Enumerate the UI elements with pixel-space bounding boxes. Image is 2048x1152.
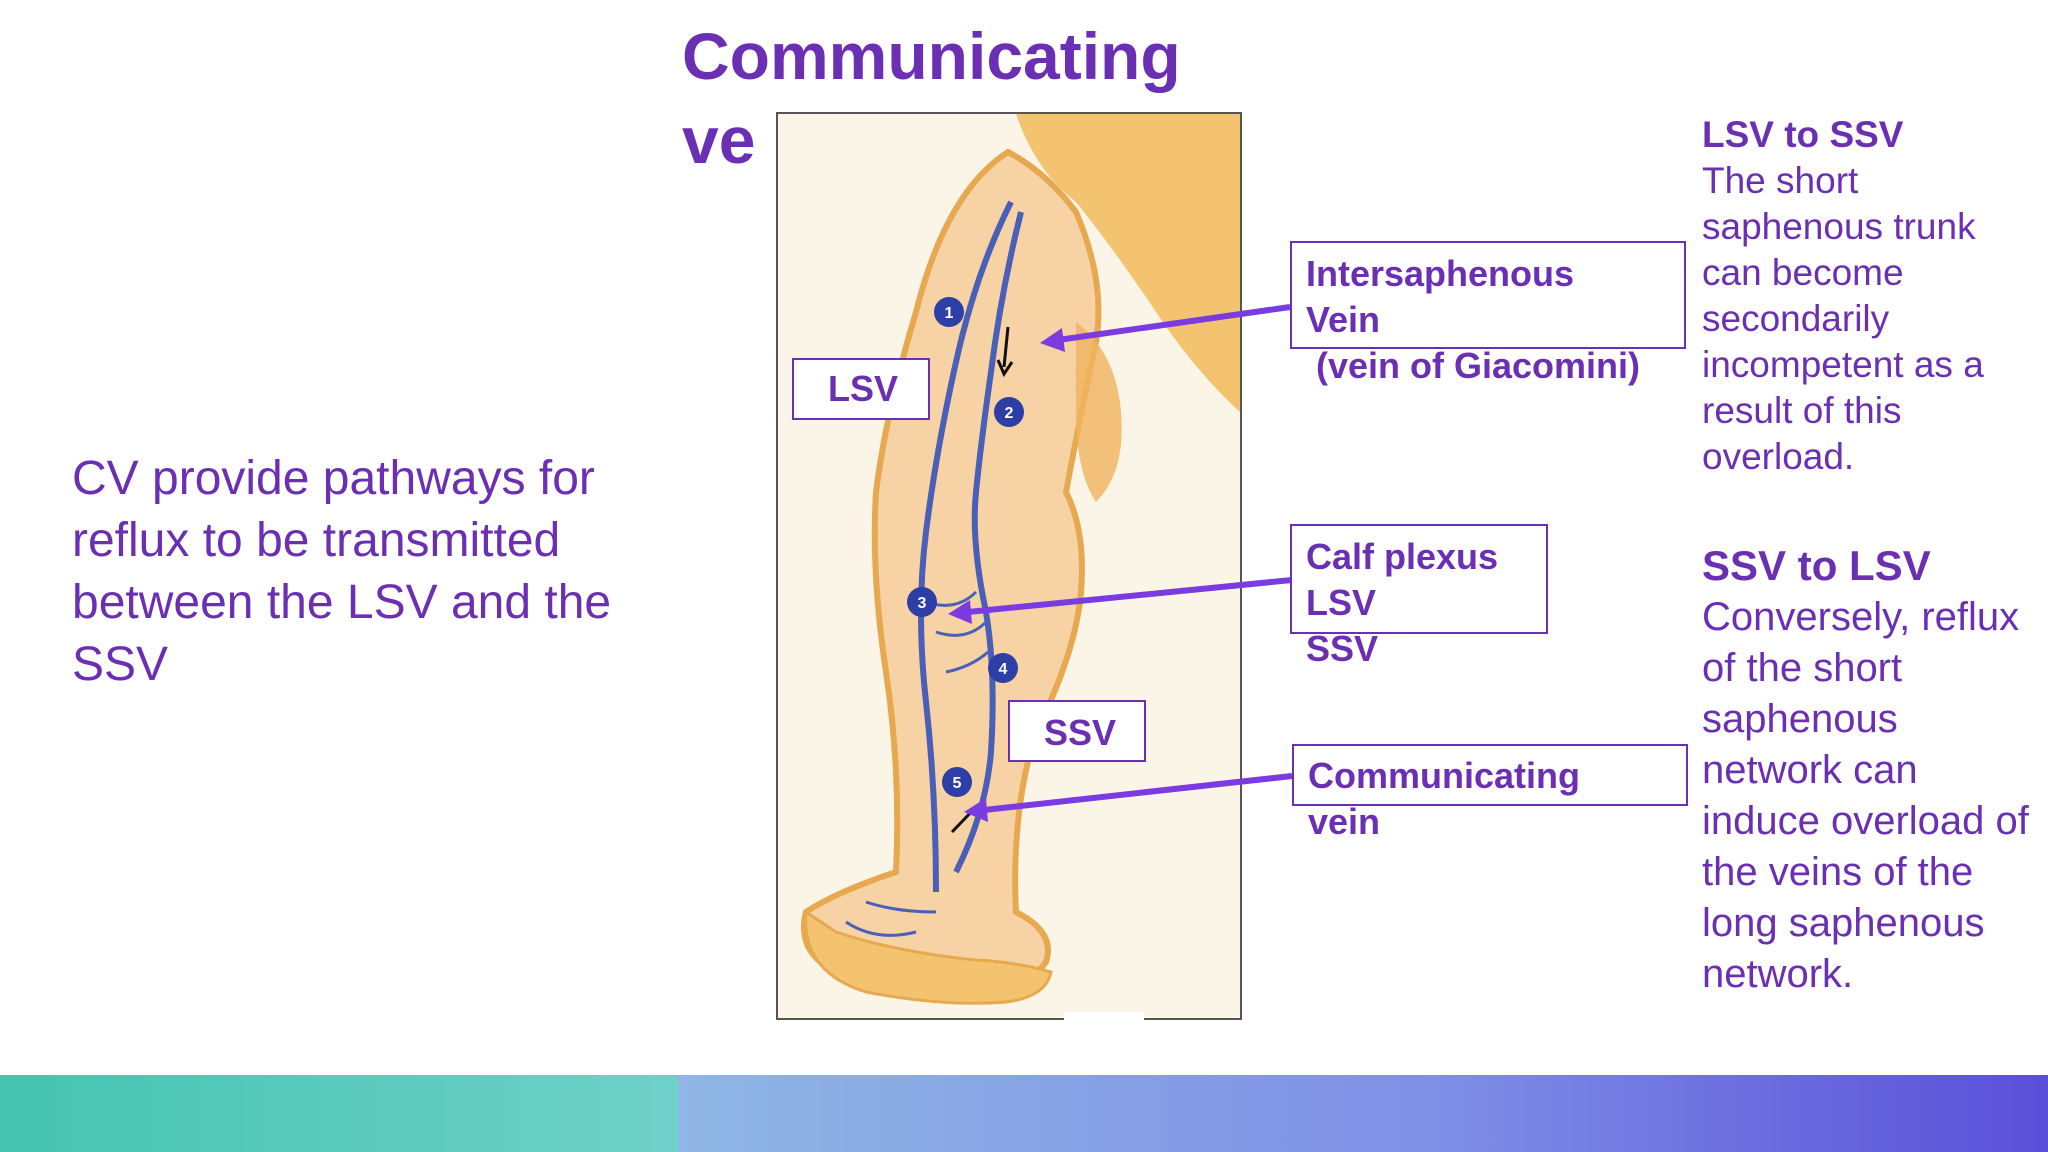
footer-band	[0, 1075, 2048, 1152]
svg-text:4: 4	[999, 661, 1008, 678]
arrow-communicating	[983, 773, 1293, 813]
arrow-intersaphenous-head	[1040, 328, 1065, 352]
calf-plexus-label-box	[1290, 524, 1548, 634]
footer-band-right	[678, 1075, 2048, 1152]
ssv-label: SSV	[1044, 712, 1117, 753]
svg-text:1: 1	[945, 305, 954, 322]
lsv-label: LSV	[828, 368, 899, 409]
marker-2: 2	[994, 397, 1024, 427]
svg-text:2: 2	[1005, 405, 1014, 422]
svg-text:3: 3	[918, 595, 927, 612]
communicating-label-box	[1292, 744, 1688, 806]
ssv-to-lsv-heading: SSV to LSV	[1702, 542, 1931, 589]
body-text: CV provide pathways for reflux to be tra…	[72, 452, 612, 691]
ssv-to-lsv-section: SSV to LSV Conversely, reflux of the sho…	[1702, 540, 2042, 1000]
arrow-communicating-head	[964, 798, 988, 822]
intersaphenous-label: Intersaphenous Vein (vein of Giacomini)	[1306, 253, 1641, 386]
ssv-vein	[953, 211, 1024, 874]
intersaphenous-label-box	[1290, 241, 1686, 349]
slide-title: Communicating ve	[682, 19, 1181, 177]
flow-arrow-1-head	[996, 359, 1014, 378]
back-thigh-shape	[1016, 114, 1240, 412]
flow-arrow-1	[1002, 326, 1010, 368]
arrow-calf-plexus	[967, 577, 1293, 615]
lsv-to-ssv-body: The short saphenous trunk can become sec…	[1702, 160, 1984, 477]
lsv-to-ssv-heading: LSV to SSV	[1702, 114, 1904, 155]
leg-illustration: 1 2 3 4 5	[776, 112, 1242, 1022]
marker-1: 1	[934, 297, 964, 327]
lsv-to-ssv-section: LSV to SSV The short saphenous trunk can…	[1702, 112, 2042, 480]
communicating-label: Communicating vein	[1308, 755, 1581, 842]
lsv-label-box	[792, 358, 930, 420]
arrow-intersaphenous	[1057, 304, 1291, 343]
footer-band-left	[0, 1075, 678, 1152]
foot-veins	[845, 900, 937, 937]
knee-shading	[1076, 322, 1122, 502]
ssv-to-lsv-body: Conversely, reflux of the short saphenou…	[1702, 595, 2029, 996]
lsv-vein	[918, 200, 1014, 893]
marker-3: 3	[907, 587, 937, 617]
ssv-label-box	[1008, 700, 1146, 762]
foot-shape	[804, 909, 1053, 1005]
marker-4: 4	[988, 653, 1018, 683]
svg-text:5: 5	[953, 775, 962, 792]
calf-plexus-label: Calf plexus LSV SSV	[1306, 536, 1499, 669]
arrow-calf-plexus-head	[948, 600, 972, 624]
frame-gap	[1064, 1012, 1144, 1022]
marker-5: 5	[942, 767, 972, 797]
